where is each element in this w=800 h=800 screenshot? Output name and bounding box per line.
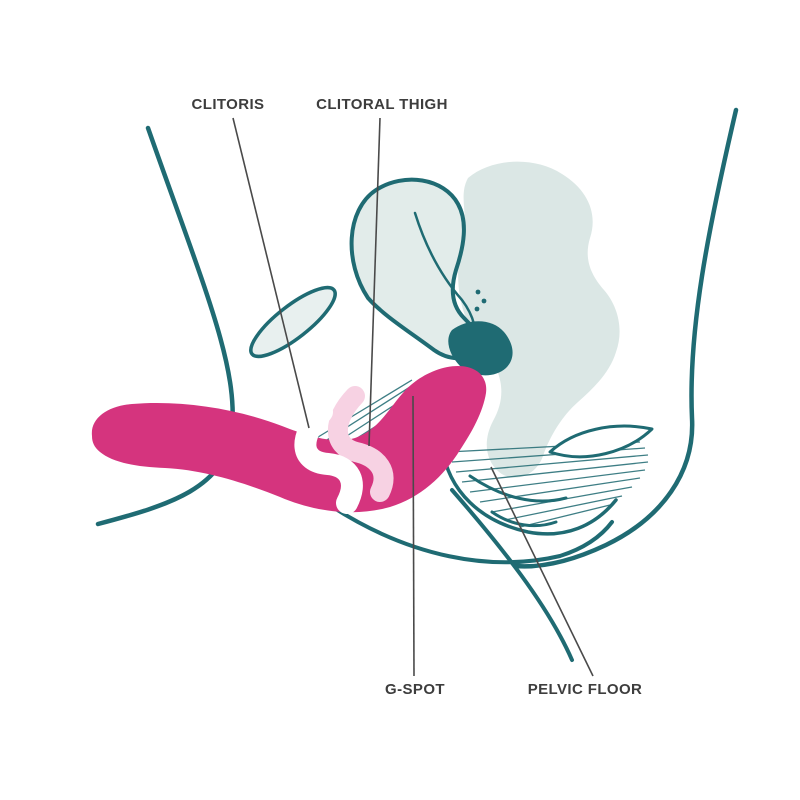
- leader-clitoris: [232, 117, 310, 429]
- perineum-arc: [468, 474, 568, 503]
- introitus-shape: [548, 424, 654, 459]
- leader-lines: [232, 117, 594, 677]
- product-shape: [91, 366, 487, 513]
- rectal-spine-shape: [458, 161, 620, 478]
- cervix-shape: [448, 321, 513, 376]
- uterine-canal-line: [413, 211, 476, 326]
- label-clitoris: CLITORIS: [191, 96, 265, 113]
- uterus-detail-dot: [481, 298, 487, 304]
- body-outline-thigh-inner: [450, 488, 574, 662]
- labia-highlight-pink: [327, 386, 394, 502]
- leader-clitoral-thigh: [368, 117, 381, 447]
- label-g-spot: G-SPOT: [385, 681, 445, 698]
- label-clitoral-thigh: CLITORAL THIGH: [316, 96, 448, 113]
- labia-highlight-white: [294, 401, 363, 514]
- label-pelvic-floor: PELVIC FLOOR: [527, 681, 643, 698]
- uterus-shape: [349, 177, 481, 361]
- leader-g-spot: [412, 395, 415, 677]
- body-outline-thigh-lower: [326, 502, 614, 565]
- urethra-shape: [249, 285, 337, 359]
- body-outline-right: [512, 107, 739, 569]
- uterus-detail-dot: [475, 289, 481, 295]
- uterus-detail-dot: [474, 306, 480, 312]
- canal-outline: [440, 444, 618, 536]
- perineum-arc: [490, 510, 558, 528]
- leader-pelvic-floor: [490, 466, 594, 677]
- pelvic-floor-striations: [447, 441, 649, 528]
